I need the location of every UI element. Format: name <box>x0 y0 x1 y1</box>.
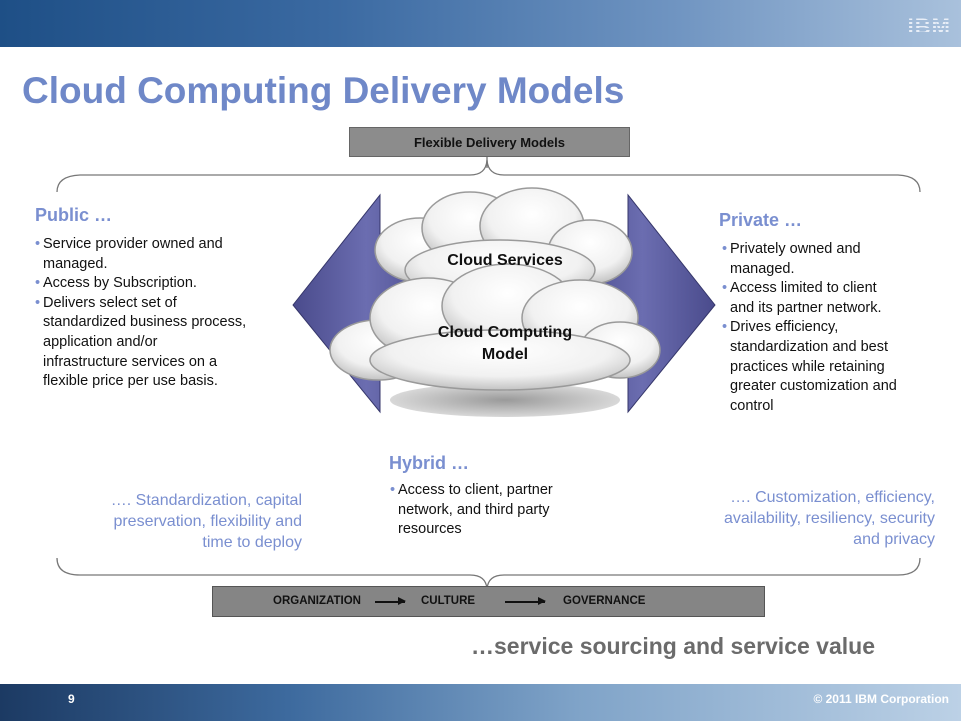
cloud-computing-model-label-1: Cloud Computing <box>437 324 573 341</box>
private-heading: Private … <box>719 210 803 230</box>
public-bullets: Service provider owned and managed. Acce… <box>35 235 295 392</box>
flexible-delivery-models-box: Flexible Delivery Models <box>349 127 630 157</box>
private-bullet: Privately owned and managed. <box>722 240 952 279</box>
hybrid-heading: Hybrid … <box>389 453 470 473</box>
hybrid-bullet: Access to client, partner network, and t… <box>390 481 610 540</box>
tagline: …service sourcing and service value <box>471 633 875 659</box>
flow-arrow-icon <box>505 598 546 604</box>
footer-bar <box>0 684 961 721</box>
cloud-computing-model-label-2: Model <box>481 346 529 363</box>
ibm-logo: IBM <box>907 14 951 39</box>
public-heading: Public … <box>35 205 113 225</box>
copyright: © 2011 IBM Corporation <box>813 692 949 706</box>
flexible-delivery-models-label: Flexible Delivery Models <box>413 134 565 150</box>
slide-title: Cloud Computing Delivery Models <box>22 70 625 111</box>
private-benefits-note: …. Customization, efficiency, availabili… <box>723 489 935 548</box>
cloud-shadow <box>390 383 620 417</box>
flow-arrow-icon <box>375 598 406 604</box>
top-brace <box>56 159 921 193</box>
page-number: 9 <box>68 692 75 706</box>
hybrid-bullets: Access to client, partner network, and t… <box>390 481 610 540</box>
flow-step-governance: GOVERNANCE <box>563 595 646 607</box>
cloud-services-label: Cloud Services <box>447 252 563 269</box>
public-benefits-note: …. Standardization, capital preservation… <box>110 492 302 551</box>
public-bullet: Access by Subscription. <box>35 274 295 294</box>
flow-step-organization: ORGANIZATION <box>273 595 361 607</box>
private-bullet: Access limited to client and its partner… <box>722 279 952 318</box>
private-bullets: Privately owned and managed. Access limi… <box>722 240 952 416</box>
bottom-brace <box>56 557 921 590</box>
cloud-services-cloud <box>374 187 633 301</box>
cloud-computing-model-cloud <box>329 263 661 391</box>
public-bullet: Delivers select set of standardized busi… <box>35 294 295 392</box>
public-bullet: Service provider owned and managed. <box>35 235 295 274</box>
organization-culture-governance-box: ORGANIZATION CULTURE GOVERNANCE <box>212 586 765 617</box>
header-bar <box>0 0 961 47</box>
private-bullet: Drives efficiency, standardization and b… <box>722 318 952 416</box>
diagram-graphics <box>56 157 921 590</box>
flow-step-culture: CULTURE <box>421 595 476 607</box>
